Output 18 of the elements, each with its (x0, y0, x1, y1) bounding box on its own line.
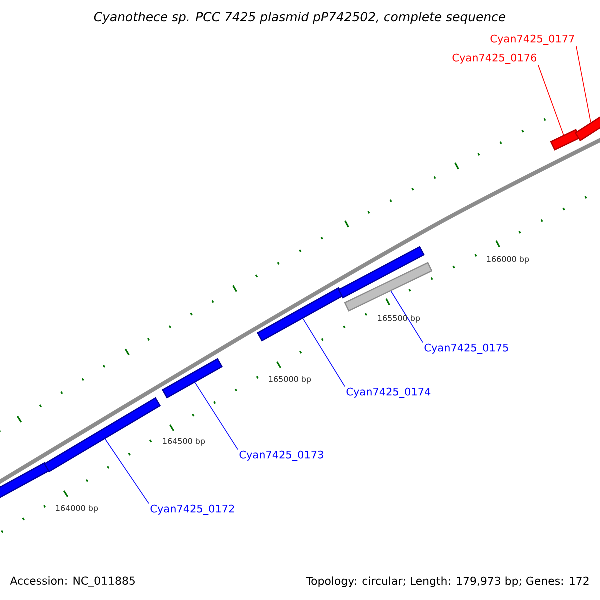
gene-bar (344, 262, 433, 312)
leader-line (576, 46, 592, 123)
leader-line (302, 318, 346, 388)
title: Cyanothece sp. PCC 7425 plasmid pP742502, complete sequence (94, 12, 506, 24)
leader-line (104, 438, 150, 504)
leader-line (538, 64, 564, 136)
leader-line (194, 382, 238, 450)
gene-bar (338, 246, 425, 299)
gene-label: Cyan7425_0174 (346, 388, 431, 398)
footer-text: Topology: circular; Length: 179,973 bp; Genes: 172 (306, 576, 589, 588)
gene-label: Cyan7425_0172 (150, 504, 234, 516)
gene-label: Cyan7425_0175 (424, 344, 508, 354)
leader-line (390, 290, 424, 344)
gene-label: Cyan7425_0176 (452, 54, 537, 64)
footer-text: Accession: NC_011885 (10, 576, 135, 588)
gene-label: Cyan7425_0173 (240, 450, 324, 462)
gene-label: Cyan7425_0177 (490, 34, 574, 46)
gene-bar (550, 129, 581, 151)
